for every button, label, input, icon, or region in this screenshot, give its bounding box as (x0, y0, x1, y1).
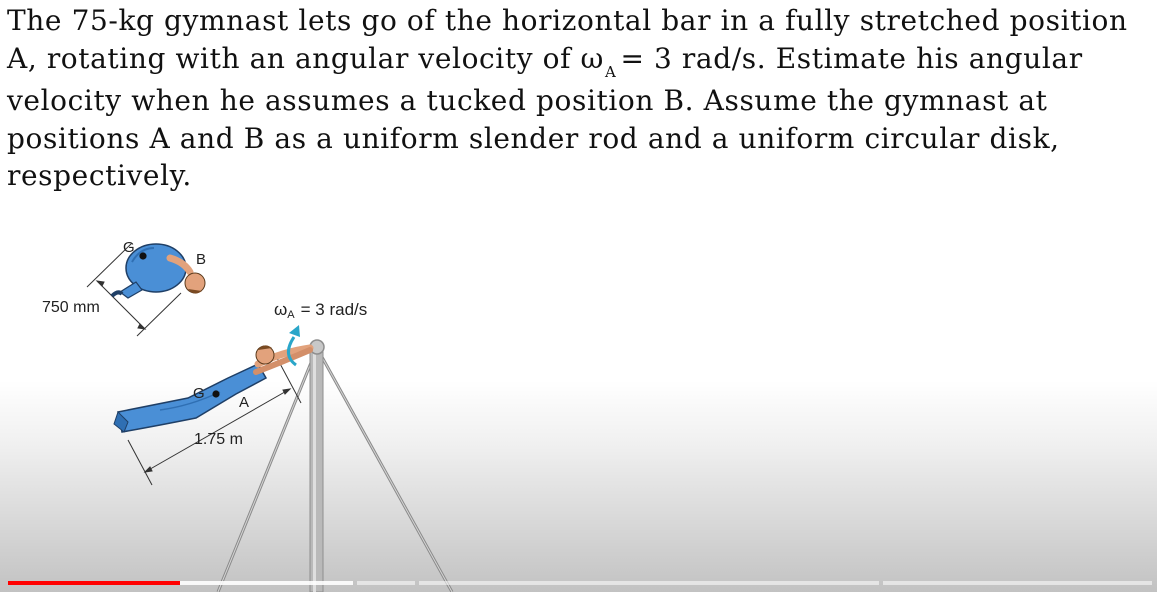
problem-line-5: respectively. (7, 159, 192, 192)
omega-label: ωA = 3 rad/s (274, 300, 368, 321)
label-b: B (196, 251, 207, 268)
problem-line-2-start: A, rotating with an angular velocity of … (7, 41, 604, 75)
omega-value: = 3 rad/s (300, 300, 368, 319)
progress-chapter-3[interactable] (419, 581, 879, 585)
progress-played (8, 581, 180, 585)
label-g-mid: G (193, 385, 205, 402)
progress-chapter-2[interactable] (357, 581, 415, 585)
omega-label-subscript: A (287, 309, 295, 321)
label-g-top: G (123, 239, 135, 256)
bar-post (309, 349, 324, 592)
problem-statement: The 75-kg gymnast lets go of the horizon… (7, 2, 1157, 195)
center-of-mass-a (212, 390, 220, 398)
angular-velocity-arrow (287, 325, 300, 367)
dimension-label-175m: 1.75 m (194, 431, 243, 448)
omega-symbol: ω (274, 300, 288, 319)
dimension-750 (86, 243, 182, 337)
progress-buffered (178, 581, 353, 585)
stretched-gymnast-a (113, 344, 314, 486)
problem-line-2-end: = 3 rad/s. Estimate his angular (620, 41, 1083, 75)
omega-subscript: A (605, 62, 617, 81)
problem-line-1: The 75-kg gymnast lets go of the horizon… (7, 4, 1128, 37)
dimension-label-750mm: 750 mm (42, 299, 100, 316)
problem-line-3: velocity when he assumes a tucked positi… (7, 84, 1048, 117)
problem-line-4: positions A and B as a uniform slender r… (7, 121, 1060, 155)
label-a: A (239, 394, 250, 411)
problem-line-2: A, rotating with an angular velocity of … (7, 40, 1157, 83)
tucked-gymnast-b (110, 243, 206, 299)
video-progress-bar[interactable] (8, 581, 1152, 587)
progress-chapter-4[interactable] (883, 581, 1152, 585)
center-of-mass-b (139, 252, 147, 260)
